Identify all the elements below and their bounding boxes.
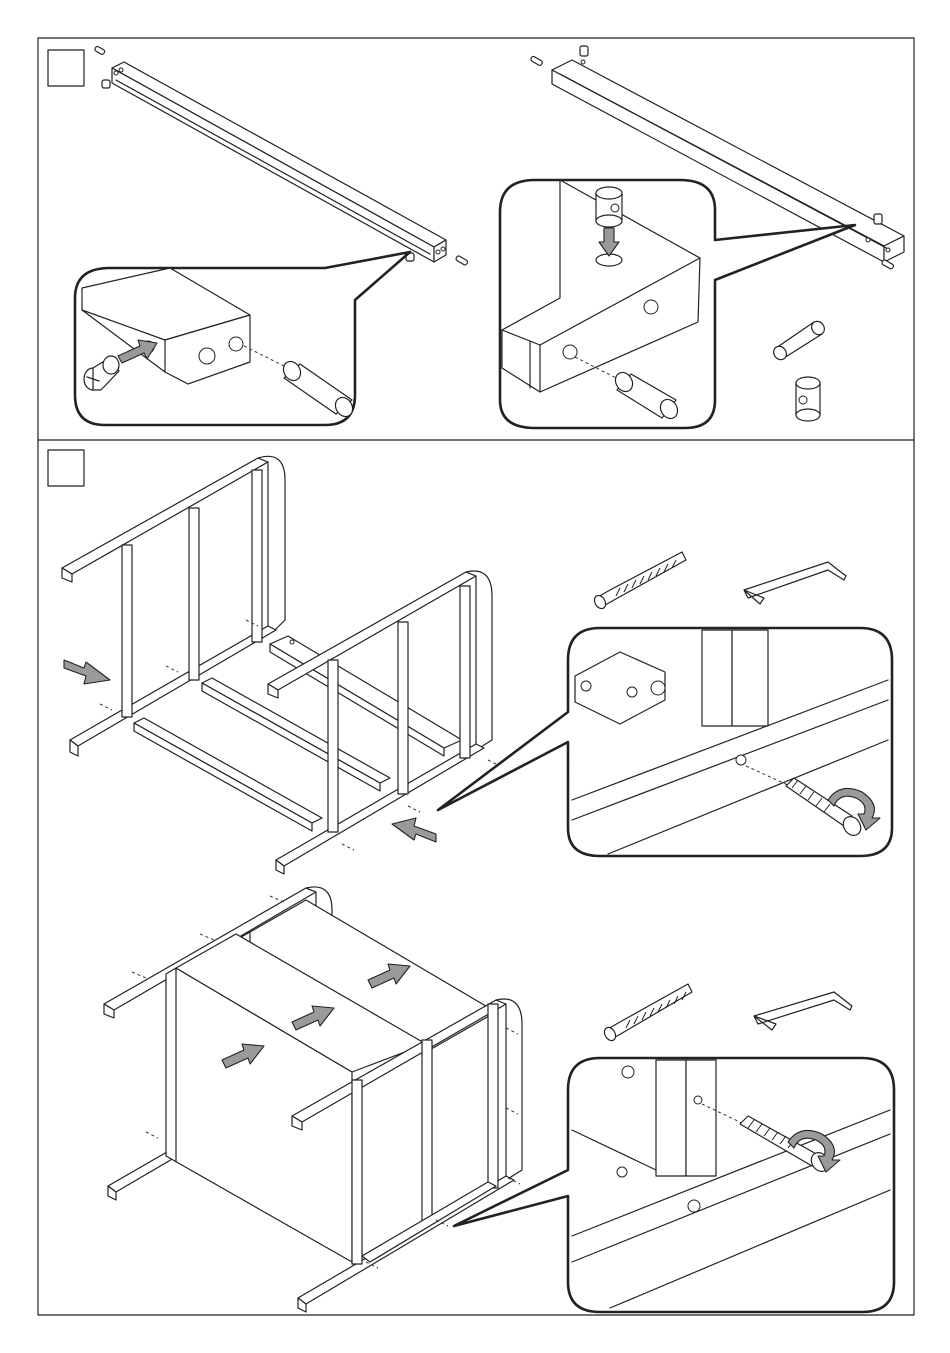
side-frame-right [268, 571, 492, 874]
assembled-frame [104, 887, 522, 1312]
detail-callout-left [75, 252, 410, 425]
rail-left [94, 46, 468, 266]
bolt-icon [602, 984, 692, 1043]
bolt-icon [592, 552, 686, 611]
cross-rails [134, 636, 462, 831]
cam-nut-icon [796, 377, 820, 421]
dowel-icon [771, 319, 827, 362]
allen-key-icon [744, 562, 846, 604]
allen-key-icon [754, 992, 852, 1030]
detail-callout-upper [438, 628, 892, 856]
step-1 [48, 46, 904, 428]
push-arrow-icon [392, 818, 436, 842]
step-1-number-box [48, 50, 84, 86]
push-arrow-icon [64, 660, 110, 684]
dowel-icon [94, 46, 105, 55]
step-2 [48, 450, 894, 1312]
cam-nut-icon [102, 80, 110, 88]
dowel-icon [455, 255, 468, 265]
step-2-number-box [48, 450, 84, 486]
